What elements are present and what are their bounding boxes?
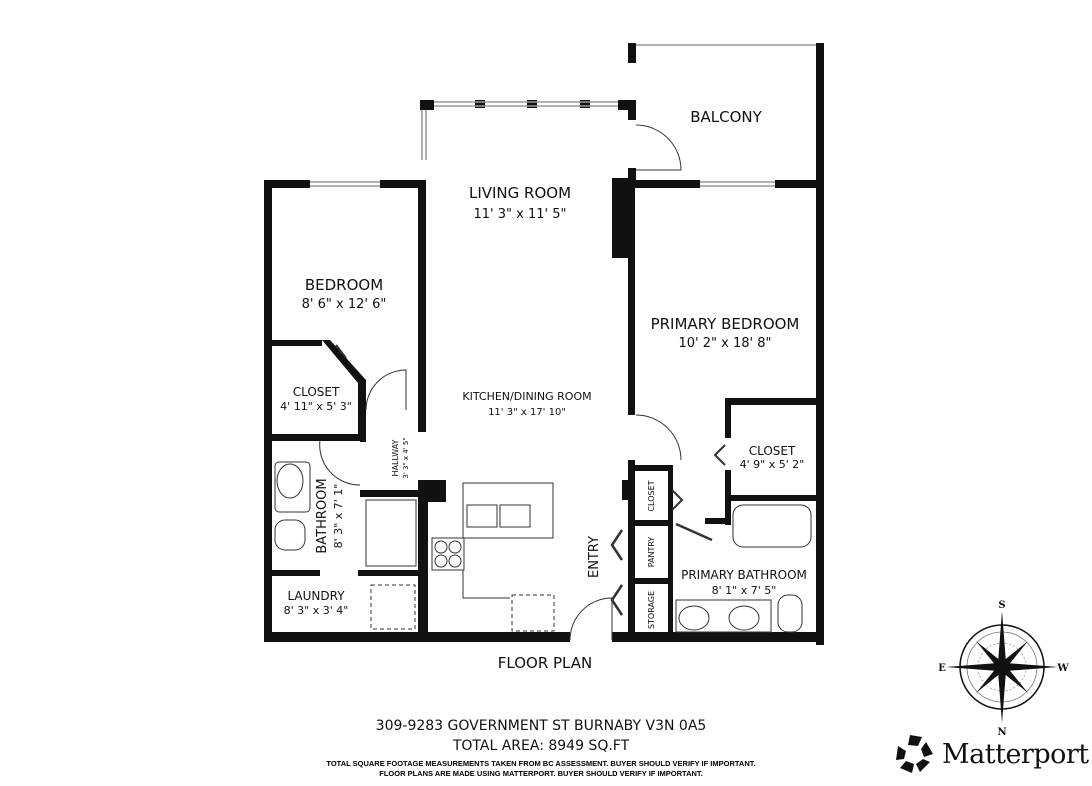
matterport-logo-icon (896, 735, 933, 773)
brand-name: Matterport (942, 738, 1089, 770)
address: 309-9283 GOVERNMENT ST BURNABY V3N 0A5 (375, 718, 707, 734)
total-area: TOTAL AREA: 8949 SQ.FT (452, 738, 630, 754)
room-bathroom: BATHROOM (315, 478, 330, 553)
room-hallway: HALLWAY (391, 439, 400, 476)
room-bathroom-dims: 8' 3" x 7' 1" (332, 484, 345, 549)
room-primary-bathroom: PRIMARY BATHROOM (681, 568, 807, 582)
room-hallway-dims: 3' 3" x 4' 5" (402, 437, 410, 478)
compass-w: W (1056, 663, 1069, 674)
room-kitchen: KITCHEN/DINING ROOM (462, 390, 591, 403)
compass-n: N (997, 727, 1006, 738)
room-bedroom: BEDROOM (305, 276, 383, 294)
compass-s: S (998, 600, 1005, 611)
room-closet-dims: 4' 11" x 5' 3" (280, 400, 352, 413)
room-entry: ENTRY (587, 536, 602, 578)
room-kitchen-dims: 11' 3" x 17' 10" (488, 407, 566, 418)
compass-e: E (938, 663, 946, 674)
room-storage: STORAGE (647, 591, 656, 629)
room-balcony: BALCONY (690, 108, 762, 126)
room-small-closet: CLOSET (647, 480, 656, 511)
room-living: LIVING ROOM (469, 184, 571, 202)
room-primary-bedroom: PRIMARY BEDROOM (651, 315, 800, 333)
room-primary-closet-dims: 4' 9" x 5' 2" (740, 458, 805, 471)
room-primary-closet: CLOSET (749, 444, 796, 458)
room-laundry: LAUNDRY (287, 589, 345, 603)
plan-title: FLOOR PLAN (498, 654, 592, 672)
room-closet: CLOSET (293, 385, 340, 399)
disclaimer-2: FLOOR PLANS ARE MADE USING MATTERPORT. B… (379, 769, 703, 778)
disclaimer-1: TOTAL SQUARE FOOTAGE MEASUREMENTS TAKEN … (326, 759, 756, 768)
windows (310, 44, 816, 187)
compass-rose-icon: S N E W (938, 600, 1069, 738)
room-bedroom-dims: 8' 6" x 12' 6" (302, 297, 387, 312)
matterport-logo: Matterport (894, 734, 1089, 774)
room-living-dims: 11' 3" x 11' 5" (474, 207, 567, 222)
room-laundry-dims: 8' 3" x 3' 4" (284, 604, 349, 617)
room-primary-bathroom-dims: 8' 1" x 7' 5" (712, 584, 777, 597)
room-pantry: PANTRY (647, 537, 656, 568)
doors-fixtures (274, 124, 812, 641)
room-primary-bedroom-dims: 10' 2" x 18' 8" (679, 336, 772, 351)
room-labels: BALCONY LIVING ROOM 11' 3" x 11' 5" BEDR… (280, 108, 807, 672)
walls (264, 43, 824, 645)
